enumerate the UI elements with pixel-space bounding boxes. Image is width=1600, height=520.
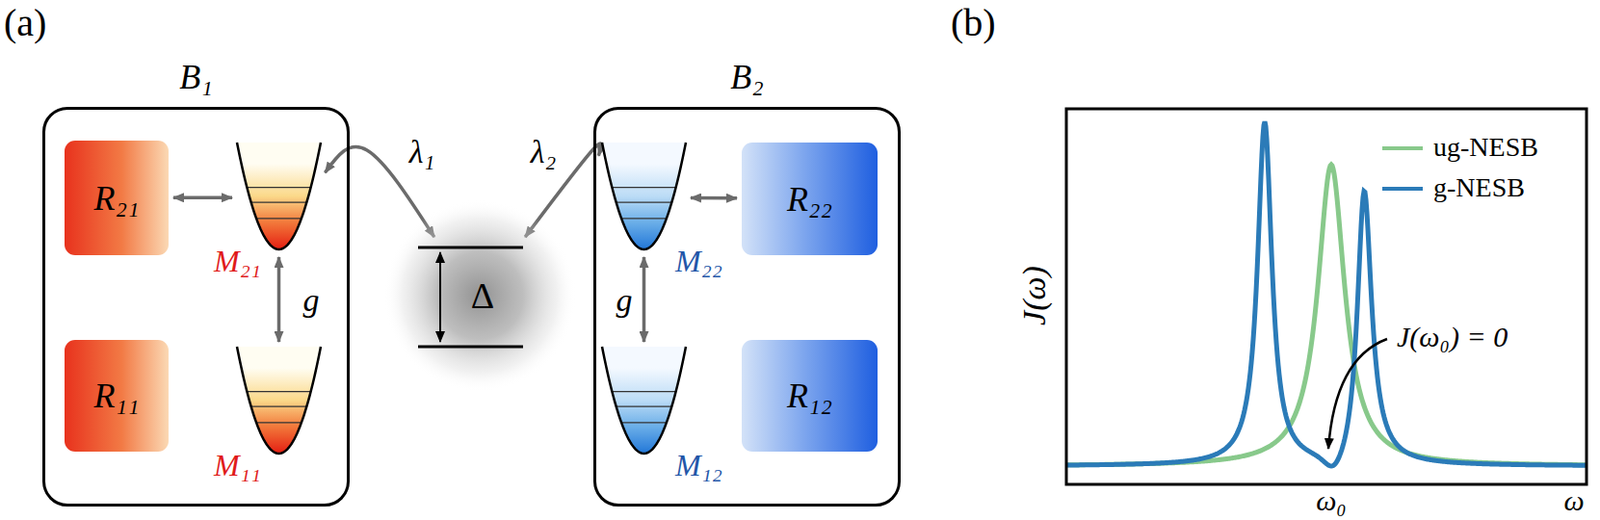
energy-level [251, 406, 308, 408]
reservoir-box: R₂₂ [741, 142, 878, 256]
energy-level [251, 202, 308, 204]
well-outline [602, 346, 686, 454]
well-outline [602, 142, 686, 250]
well-fill [236, 346, 321, 454]
energy-level [246, 186, 311, 188]
coupling-arrow [642, 257, 647, 342]
energy-level [256, 421, 302, 423]
axis-label: ω₀ [1315, 486, 1347, 516]
qubit-circle: Δ [383, 199, 577, 393]
bath-box: M₂₂R₂₂M₁₂R₁₂B₂ [593, 106, 901, 507]
well-outline [236, 142, 321, 250]
plot-frame [1066, 108, 1587, 485]
qubit-level [418, 246, 524, 250]
reservoir-box: R₁₂ [741, 340, 878, 452]
g-curve [1067, 121, 1586, 467]
energy-level [611, 186, 676, 188]
gap-label: Δ [471, 277, 495, 315]
well-fill [602, 142, 686, 250]
energy-level [616, 202, 673, 204]
reservoir-box: R₂₁ [64, 140, 169, 256]
exchange-arrow [173, 195, 233, 200]
ug-curve [1067, 164, 1586, 466]
reservoir-label: R₁₂ [786, 378, 833, 414]
mode-label: M₂₂ [675, 245, 723, 277]
coupling-label: λ₂ [530, 135, 557, 169]
bath-heading: B₁ [179, 59, 213, 95]
gap-arrow [439, 252, 442, 342]
energy-level [616, 406, 673, 408]
reservoir-label: R₂₂ [786, 182, 833, 217]
coupling-label: λ₁ [409, 135, 436, 169]
reservoir-box: R₁₁ [64, 340, 169, 452]
coupling-label: g [303, 284, 320, 317]
panel-label: (a) [3, 3, 47, 43]
oscillator-mode: M₁₂ [602, 346, 734, 480]
oscillator-mode: M₂₂ [602, 142, 734, 276]
reservoir-label: R₁₁ [93, 378, 139, 414]
oscillator-mode: M₂₁ [213, 142, 325, 276]
energy-level [246, 391, 311, 393]
axis-label: ω [1563, 486, 1584, 516]
harmonic-well [602, 346, 686, 457]
well-fill [602, 346, 686, 454]
axis-label: J(ω) [1018, 265, 1051, 326]
legend-text: ug-NESB [1433, 133, 1539, 161]
annotation-text: J(ω₀) = 0 [1393, 320, 1511, 354]
annotation-arrow [1328, 339, 1388, 449]
well-outline [236, 346, 321, 454]
coupling-arrow [277, 257, 282, 342]
well-fill [236, 142, 321, 250]
mode-label: M₂₁ [213, 245, 262, 277]
legend-swatch [1382, 186, 1423, 191]
coupling-label: g [616, 284, 633, 317]
harmonic-well [602, 142, 686, 253]
bath-heading: B₂ [730, 59, 764, 95]
exchange-arrow [690, 196, 737, 201]
energy-level [256, 217, 302, 219]
legend-text: g-NESB [1433, 174, 1525, 202]
mode-label: M₁₁ [213, 449, 262, 481]
reservoir-label: R₂₁ [93, 181, 139, 216]
glow-disc [383, 199, 577, 393]
qubit-level [418, 345, 524, 349]
energy-level [621, 217, 667, 219]
oscillator-mode: M₁₁ [213, 346, 325, 480]
energy-level [621, 421, 667, 423]
energy-level [611, 391, 676, 393]
legend-swatch [1382, 146, 1423, 151]
panel-label: (b) [950, 3, 997, 43]
mode-label: M₁₂ [675, 449, 723, 481]
harmonic-well [236, 142, 321, 253]
harmonic-well [236, 346, 321, 457]
